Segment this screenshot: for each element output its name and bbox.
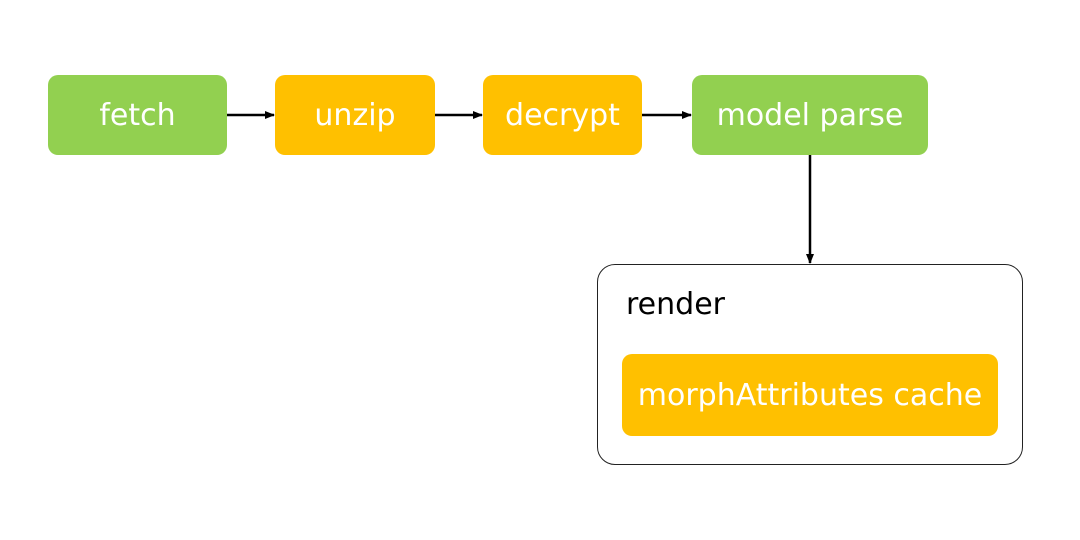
node-morph-attributes-cache: morphAttributes cache: [622, 354, 998, 436]
group-render-title: render: [626, 287, 725, 322]
node-fetch-label: fetch: [99, 97, 176, 133]
node-unzip: unzip: [275, 75, 435, 155]
node-model-parse-label: model parse: [716, 97, 904, 133]
node-model-parse: model parse: [692, 75, 928, 155]
node-fetch: fetch: [48, 75, 227, 155]
node-decrypt: decrypt: [483, 75, 642, 155]
node-morph-attributes-cache-label: morphAttributes cache: [637, 377, 983, 413]
group-render: render morphAttributes cache: [597, 264, 1023, 465]
node-decrypt-label: decrypt: [505, 97, 620, 133]
node-unzip-label: unzip: [314, 97, 396, 133]
